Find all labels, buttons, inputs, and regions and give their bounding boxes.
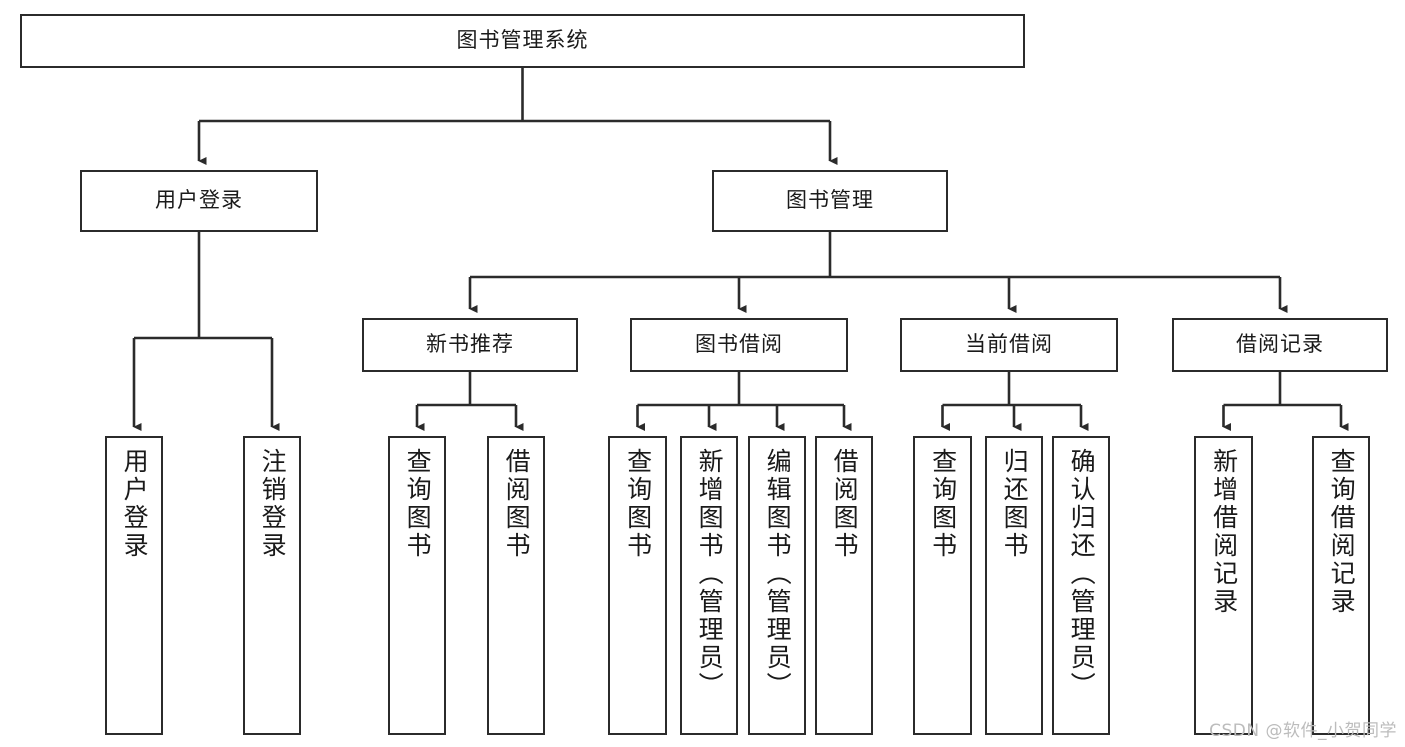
node-book-borrow[interactable]: 图书借阅 [630,318,848,372]
node-label: 借阅图书 [830,448,860,560]
node-label: 用户登录 [120,448,150,560]
node-new-book-recommend[interactable]: 新书推荐 [362,318,578,372]
node-leaf-add-borrow-record[interactable]: 新增借阅记录 [1194,436,1253,735]
node-leaf-return-book[interactable]: 归还图书 [985,436,1043,735]
node-leaf-query-book-2[interactable]: 查询图书 [608,436,667,735]
node-label: 查询借阅记录 [1327,448,1357,616]
node-current-borrow[interactable]: 当前借阅 [900,318,1118,372]
node-label: 图书管理 [786,188,874,213]
node-label: 确认归还（管理员） [1067,448,1097,700]
node-label: 图书借阅 [695,332,783,357]
node-book-management[interactable]: 图书管理 [712,170,948,232]
node-leaf-confirm-return-admin[interactable]: 确认归还（管理员） [1052,436,1110,735]
node-label: 归还图书 [1000,448,1030,560]
node-leaf-edit-book-admin[interactable]: 编辑图书（管理员） [748,436,806,735]
node-root[interactable]: 图书管理系统 [20,14,1025,68]
node-label: 注销登录 [258,448,288,560]
node-label: 新增借阅记录 [1209,448,1239,616]
node-label: 新书推荐 [426,332,514,357]
node-leaf-borrow-book-1[interactable]: 借阅图书 [487,436,545,735]
node-leaf-query-book-3[interactable]: 查询图书 [913,436,972,735]
node-leaf-query-book-1[interactable]: 查询图书 [388,436,446,735]
node-leaf-user-login[interactable]: 用户登录 [105,436,163,735]
node-label: 图书管理系统 [456,28,589,53]
node-user-login[interactable]: 用户登录 [80,170,318,232]
node-label: 查询图书 [928,448,958,560]
node-leaf-add-book-admin[interactable]: 新增图书（管理员） [680,436,738,735]
node-label: 查询图书 [623,448,653,560]
node-label: 当前借阅 [965,332,1053,357]
node-leaf-query-borrow-record[interactable]: 查询借阅记录 [1312,436,1370,735]
node-label: 借阅记录 [1236,332,1324,357]
node-label: 用户登录 [155,188,243,213]
csdn-watermark: CSDN @软件_小贺同学 [1209,721,1397,741]
node-label: 编辑图书（管理员） [763,448,793,700]
node-leaf-logout[interactable]: 注销登录 [243,436,301,735]
node-borrow-record[interactable]: 借阅记录 [1172,318,1388,372]
node-label: 新增图书（管理员） [695,448,725,700]
node-label: 借阅图书 [502,448,532,560]
node-label: 查询图书 [403,448,433,560]
node-leaf-borrow-book-2[interactable]: 借阅图书 [815,436,873,735]
